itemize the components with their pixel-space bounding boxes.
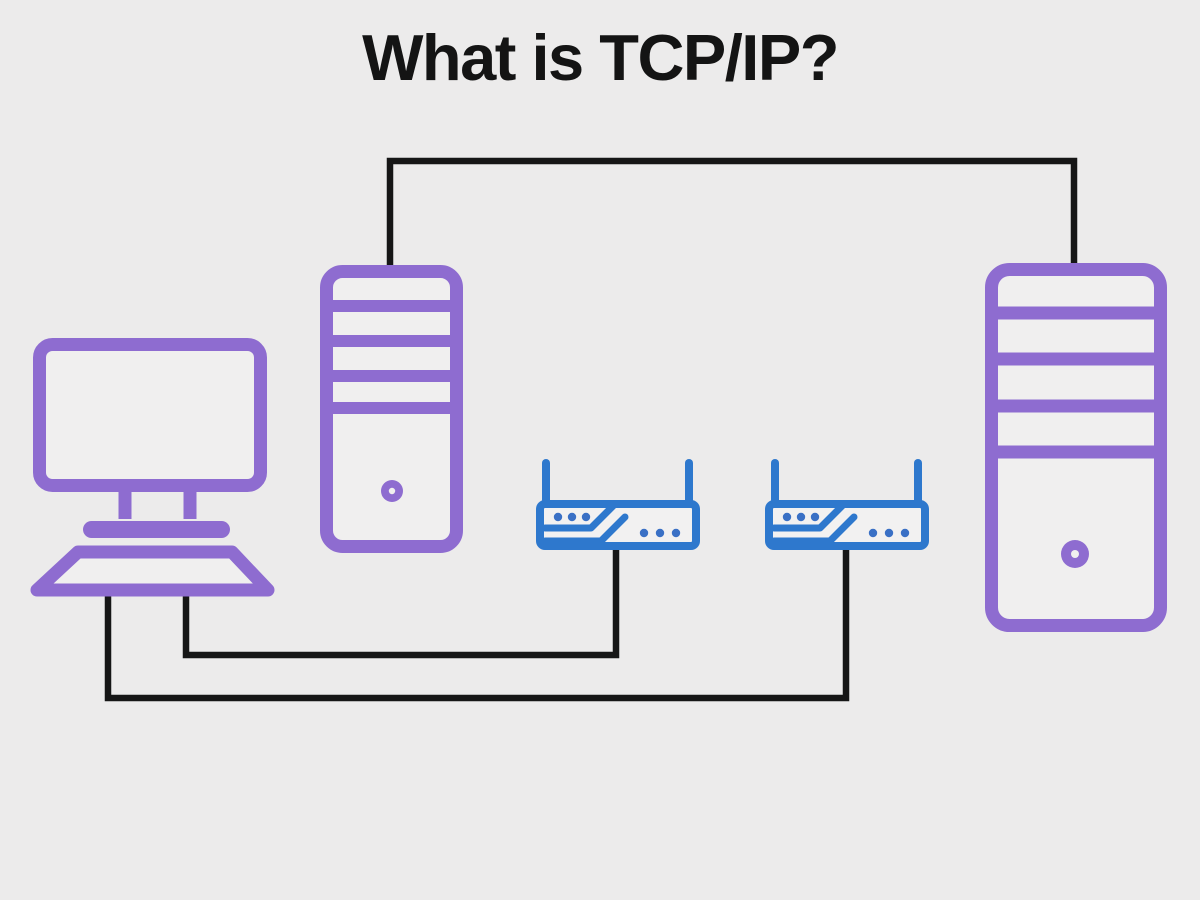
monitor-stand-base (83, 521, 230, 538)
indicator-light (810, 512, 820, 522)
indicator-panel-step (541, 513, 629, 545)
indicator-light (581, 512, 591, 522)
port-dot (671, 528, 681, 538)
computer-tower-left (320, 265, 463, 553)
cable-desktop-to-router-2 (104, 545, 850, 702)
indicator-light (553, 512, 563, 522)
port-dot (884, 528, 894, 538)
desktop-computer (30, 338, 275, 597)
indicator-light (567, 512, 577, 522)
monitor-icon (33, 338, 267, 492)
computer-tower-right (985, 263, 1167, 632)
power-button-dot (388, 487, 396, 495)
port-dot (639, 528, 649, 538)
port-dot (868, 528, 878, 538)
indicator-light (796, 512, 806, 522)
cable-tower-to-tower (386, 157, 1078, 266)
keyboard-icon (30, 545, 275, 597)
monitor-stand-neck (118, 486, 197, 519)
power-button-dot (1071, 550, 1079, 558)
indicator-panel-line (770, 500, 848, 532)
port-dot (655, 528, 665, 538)
indicator-panel-line (541, 500, 619, 532)
tower-drive-bays (996, 306, 1156, 459)
router-1 (536, 459, 700, 550)
indicator-light (782, 512, 792, 522)
router-2 (765, 459, 929, 550)
port-dot (900, 528, 910, 538)
cables (104, 157, 1078, 702)
tower-drive-bays (330, 300, 453, 414)
indicator-panel-step (770, 513, 858, 545)
cable-desktop-to-router-1 (182, 545, 620, 659)
diagram-title: What is TCP/IP? (362, 21, 839, 94)
